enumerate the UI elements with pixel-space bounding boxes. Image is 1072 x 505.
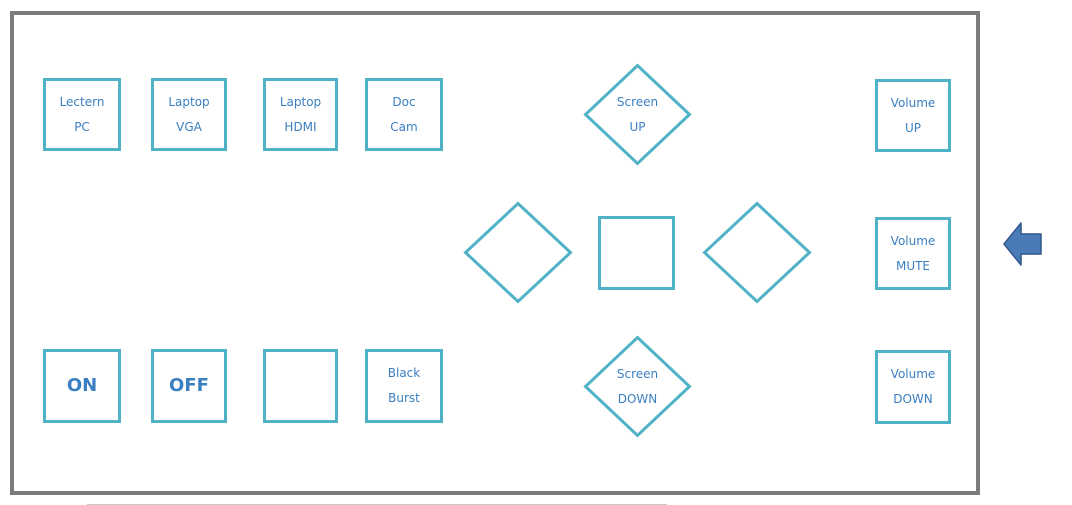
lectern-pc-label-line2: PC xyxy=(74,119,90,134)
screen-down-label-line2: DOWN xyxy=(617,391,658,406)
nav-center-button[interactable] xyxy=(598,216,675,290)
laptop-hdmi-label-line1: Laptop xyxy=(279,94,322,109)
screen-down-diamond-shape xyxy=(583,335,692,438)
screen-up-diamond-shape xyxy=(583,63,692,166)
volume-up-label-line2: UP xyxy=(904,120,922,135)
lectern-pc-label-line1: Lectern xyxy=(59,94,105,109)
screen-up-button[interactable]: Screen UP xyxy=(583,63,692,166)
lectern-pc-button[interactable]: Lectern PC xyxy=(43,78,121,151)
laptop-hdmi-label-line2: HDMI xyxy=(284,119,317,134)
screen-up-label-line2: UP xyxy=(629,119,646,134)
black-burst-label-line1: Black xyxy=(387,366,421,380)
left-arrow-icon xyxy=(1002,220,1044,268)
volume-down-button[interactable]: Volume DOWN xyxy=(875,350,951,424)
doc-cam-label-line2: Cam xyxy=(390,119,418,134)
volume-mute-label-line2: MUTE xyxy=(895,258,931,273)
doc-cam-button[interactable]: Doc Cam xyxy=(365,78,443,151)
nav-right-diamond-shape xyxy=(702,201,812,304)
laptop-vga-label-line1: Laptop xyxy=(168,94,210,109)
screen-down-label-line1: Screen xyxy=(616,366,659,381)
black-burst-label-line2: Burst xyxy=(388,391,420,405)
laptop-vga-label-line2: VGA xyxy=(176,119,202,134)
laptop-vga-button[interactable]: Laptop VGA xyxy=(151,78,227,151)
volume-mute-button[interactable]: Volume MUTE xyxy=(875,217,951,290)
laptop-hdmi-button[interactable]: Laptop HDMI xyxy=(263,78,338,151)
power-off-button[interactable]: OFF xyxy=(151,349,227,423)
power-on-button[interactable]: ON xyxy=(43,349,121,423)
power-on-label: ON xyxy=(66,375,98,396)
screen-down-button[interactable]: Screen DOWN xyxy=(583,335,692,438)
blank-button[interactable] xyxy=(263,349,338,423)
nav-left-button[interactable] xyxy=(463,201,573,304)
volume-down-label-line1: Volume xyxy=(890,367,936,381)
volume-up-label-line1: Volume xyxy=(890,95,936,110)
volume-mute-label-line1: Volume xyxy=(890,233,936,248)
nav-right-button[interactable] xyxy=(702,201,812,304)
black-burst-button[interactable]: Black Burst xyxy=(365,349,443,423)
screen-up-label-line1: Screen xyxy=(616,94,659,109)
left-arrow-shape xyxy=(1003,222,1042,266)
power-off-label: OFF xyxy=(169,375,209,396)
nav-left-diamond-shape xyxy=(463,201,573,304)
volume-down-label-line2: DOWN xyxy=(893,392,933,406)
doc-cam-label-line1: Doc xyxy=(392,94,416,109)
volume-up-button[interactable]: Volume UP xyxy=(875,79,951,152)
